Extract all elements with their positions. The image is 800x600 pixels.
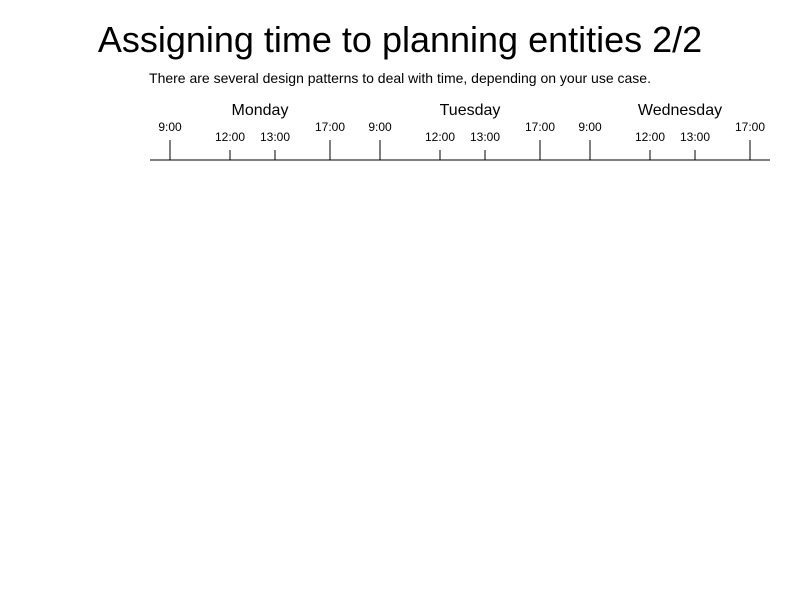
day-label-tuesday: Tuesday xyxy=(440,102,501,119)
time-label-monday-0900: 9:00 xyxy=(158,120,182,134)
day-label-wednesday: Wednesday xyxy=(638,102,722,119)
time-label-tuesday-1700: 17:00 xyxy=(525,120,555,134)
time-label-tuesday-1300: 13:00 xyxy=(470,130,500,144)
slide-subtitle: There are several design patterns to dea… xyxy=(149,70,651,86)
time-label-wednesday-1200: 12:00 xyxy=(635,130,665,144)
time-label-wednesday-1300: 13:00 xyxy=(680,130,710,144)
day-label-monday: Monday xyxy=(232,102,289,119)
time-label-monday-1200: 12:00 xyxy=(215,130,245,144)
time-label-tuesday-0900: 9:00 xyxy=(368,120,392,134)
time-label-monday-1700: 17:00 xyxy=(315,120,345,134)
time-label-wednesday-0900: 9:00 xyxy=(578,120,602,134)
time-label-tuesday-1200: 12:00 xyxy=(425,130,455,144)
time-label-wednesday-1700: 17:00 xyxy=(735,120,765,134)
slide-title: Assigning time to planning entities 2/2 xyxy=(97,19,703,60)
time-label-monday-1300: 13:00 xyxy=(260,130,290,144)
